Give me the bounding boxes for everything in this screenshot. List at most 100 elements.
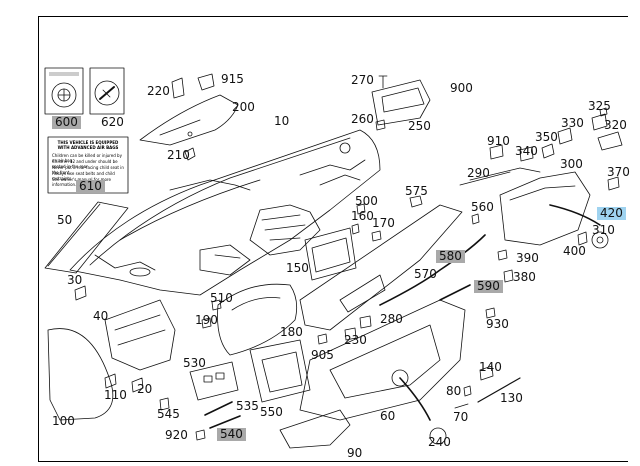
part-320 (597, 131, 623, 151)
lower-panel-60 (299, 299, 466, 421)
callout-400[interactable]: 400 (563, 244, 586, 258)
clip-920 (195, 429, 206, 441)
callout-510[interactable]: 510 (210, 291, 233, 305)
warning-card-line-4: Always use seat belts and child restrain… (52, 171, 115, 181)
clip-575 (409, 195, 423, 208)
callout-130[interactable]: 130 (500, 391, 523, 405)
callout-100[interactable]: 100 (52, 414, 75, 428)
screw-560 (471, 213, 480, 225)
callout-620[interactable]: 620 (101, 115, 124, 129)
warning-card-line-1: Children can be killed or injured by an … (52, 153, 122, 163)
callout-580[interactable]: 580 (436, 250, 465, 263)
callout-170[interactable]: 170 (372, 216, 395, 230)
callout-310[interactable]: 310 (592, 223, 615, 237)
callout-550[interactable]: 550 (260, 405, 283, 419)
callout-300[interactable]: 300 (560, 157, 583, 171)
callout-340[interactable]: 340 (515, 144, 538, 158)
side-panel-100 (47, 328, 114, 421)
callout-905[interactable]: 905 (311, 348, 334, 362)
clip-280 (359, 315, 372, 329)
callout-200[interactable]: 200 (232, 100, 255, 114)
callout-50[interactable]: 50 (57, 213, 73, 227)
callout-260[interactable]: 260 (351, 112, 374, 126)
callout-545[interactable]: 545 (157, 407, 180, 421)
callout-190[interactable]: 190 (195, 313, 218, 327)
callout-325[interactable]: 325 (588, 99, 611, 113)
callout-240[interactable]: 240 (428, 435, 451, 449)
callout-20[interactable]: 20 (137, 382, 153, 396)
callout-280[interactable]: 280 (380, 312, 403, 326)
callout-350[interactable]: 350 (535, 130, 558, 144)
strip-130 (477, 377, 521, 403)
callout-590[interactable]: 590 (474, 280, 503, 293)
callout-320[interactable]: 320 (604, 118, 627, 132)
callout-70[interactable]: 70 (453, 410, 469, 424)
callout-60[interactable]: 60 (380, 409, 396, 423)
callout-535[interactable]: 535 (236, 399, 259, 413)
upper-cover-200 (139, 94, 239, 146)
callout-90[interactable]: 90 (347, 446, 363, 460)
cable-535 (204, 401, 233, 416)
frame-550 (249, 339, 311, 403)
callout-180[interactable]: 180 (280, 325, 303, 339)
callout-380[interactable]: 380 (513, 270, 536, 284)
callout-10[interactable]: 10 (274, 114, 290, 128)
callout-250[interactable]: 250 (408, 119, 431, 133)
clip-170 (371, 230, 382, 242)
callout-930[interactable]: 930 (486, 317, 509, 331)
callout-40[interactable]: 40 (93, 309, 109, 323)
knob-310 (591, 231, 609, 249)
clip-905 (317, 333, 328, 345)
callout-150[interactable]: 150 (286, 261, 309, 275)
clip-20 (131, 377, 144, 393)
clip-915 (197, 73, 215, 91)
callout-110[interactable]: 110 (104, 388, 127, 402)
clip-400 (577, 231, 588, 246)
cable-590 (439, 284, 471, 301)
callout-500[interactable]: 500 (355, 194, 378, 208)
callout-210[interactable]: 210 (167, 148, 190, 162)
callout-575[interactable]: 575 (405, 184, 428, 198)
screw-270 (378, 75, 388, 89)
callout-160[interactable]: 160 (351, 209, 374, 223)
part-350 (557, 127, 573, 145)
cable-540 (209, 415, 241, 429)
callout-30[interactable]: 30 (67, 273, 83, 287)
trim-strip-50 (44, 201, 129, 274)
callout-330[interactable]: 330 (561, 116, 584, 130)
callout-915[interactable]: 915 (221, 72, 244, 86)
airbag-sticker-circle (51, 82, 77, 108)
callout-530[interactable]: 530 (183, 356, 206, 370)
callout-80[interactable]: 80 (446, 384, 462, 398)
screw-70 (454, 403, 469, 409)
callout-600[interactable]: 600 (52, 116, 81, 129)
callout-390[interactable]: 390 (516, 251, 539, 265)
clip-390 (497, 249, 508, 261)
callout-420[interactable]: 420 (597, 207, 626, 220)
warning-card-line-5: See owner's manual for more information. (52, 177, 111, 187)
clip-910 (489, 144, 504, 160)
callout-540[interactable]: 540 (217, 428, 246, 441)
callout-920[interactable]: 920 (165, 428, 188, 442)
callout-370[interactable]: 370 (607, 165, 630, 179)
clip-110 (104, 373, 117, 389)
callout-900[interactable]: 900 (450, 81, 473, 95)
callout-290[interactable]: 290 (467, 166, 490, 180)
bottom-trim-90 (279, 409, 351, 449)
callout-610[interactable]: 610 (76, 180, 105, 193)
clip-260 (375, 119, 386, 131)
clip-380 (503, 269, 514, 283)
callout-220[interactable]: 220 (147, 84, 170, 98)
callout-270[interactable]: 270 (351, 73, 374, 87)
dashboard-carrier-10 (69, 129, 381, 296)
callout-140[interactable]: 140 (479, 360, 502, 374)
clip-510 (211, 299, 222, 311)
callout-570[interactable]: 570 (414, 267, 437, 281)
switch-60 (391, 369, 409, 387)
callout-910[interactable]: 910 (487, 134, 510, 148)
clip-160 (351, 223, 360, 235)
callout-560[interactable]: 560 (471, 200, 494, 214)
callout-230[interactable]: 230 (344, 333, 367, 347)
cable-420 (549, 204, 601, 226)
